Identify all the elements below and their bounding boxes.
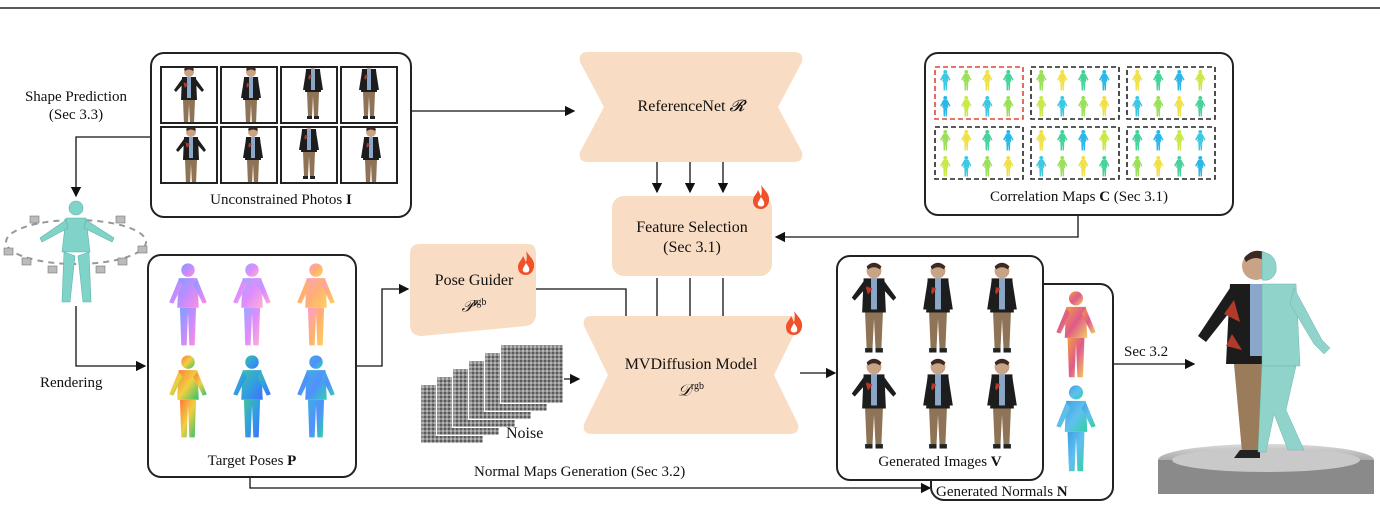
arrow-avatar-to-poses bbox=[75, 306, 147, 372]
photo-thumbnail bbox=[280, 126, 338, 184]
photo-thumbnail bbox=[280, 66, 338, 124]
correlation-map-block bbox=[934, 126, 1024, 180]
generated-image bbox=[923, 262, 953, 353]
generated-image bbox=[851, 358, 897, 449]
photo-thumbnail bbox=[340, 126, 398, 184]
photo-thumbnail bbox=[220, 126, 278, 184]
generated-normal-map bbox=[1056, 291, 1096, 378]
pose-guider-block bbox=[410, 244, 536, 336]
arrow-photos-to-avatar bbox=[70, 136, 150, 198]
correlation-map-block bbox=[1126, 66, 1216, 120]
rendering-label: Rendering bbox=[40, 375, 103, 391]
pose-render bbox=[297, 355, 335, 438]
arrow-poses-to-normals bbox=[249, 477, 932, 494]
mesh-half bbox=[1257, 251, 1331, 453]
sec-32-label: Sec 3.2 bbox=[1124, 344, 1169, 360]
generated-normal-map bbox=[1056, 385, 1096, 472]
correlation-map-block bbox=[1030, 126, 1120, 180]
normal-maps-generation-label: Normal Maps Generation (Sec 3.2) bbox=[474, 464, 686, 480]
arrow-guider-to-mvd bbox=[536, 288, 632, 330]
textured-half bbox=[1198, 250, 1270, 458]
mvdiffusion-block bbox=[583, 316, 799, 434]
correlation-map-block bbox=[1126, 126, 1216, 180]
arrow-corr-to-fs bbox=[774, 214, 1079, 243]
generated-image bbox=[851, 262, 897, 353]
feature-selection-label: Feature Selection (Sec 3.1) bbox=[636, 219, 748, 256]
pose-render bbox=[169, 263, 207, 346]
fire-icon bbox=[518, 251, 535, 275]
photo-thumbnail bbox=[220, 66, 278, 124]
camera-icon bbox=[3, 215, 148, 274]
pose-render bbox=[169, 355, 207, 438]
photo-thumbnail bbox=[160, 126, 218, 184]
generated-images-caption: Generated Images V bbox=[878, 454, 1002, 470]
feature-selection-block bbox=[612, 196, 772, 276]
pose-render bbox=[297, 263, 335, 346]
generated-image bbox=[987, 262, 1017, 353]
generated-image bbox=[987, 358, 1017, 449]
pose-render bbox=[233, 355, 271, 438]
arrow-poses-to-guider bbox=[356, 283, 410, 367]
final-reconstruction bbox=[1158, 250, 1374, 494]
correlation-maps-caption: Correlation Maps C (Sec 3.1) bbox=[990, 189, 1168, 205]
avatar-camera-ring bbox=[3, 200, 148, 303]
noise-frame bbox=[500, 344, 564, 404]
mvdiffusion-label: MVDiffusion Model 𝒟rgb bbox=[624, 356, 758, 400]
photo-thumbnail bbox=[160, 66, 218, 124]
avatar-mesh bbox=[39, 200, 115, 303]
referencenet-block bbox=[579, 52, 803, 162]
generated-image bbox=[923, 358, 953, 449]
noise-label: Noise bbox=[506, 425, 544, 442]
target-poses-caption: Target Poses P bbox=[207, 453, 297, 469]
unconstrained-photos-caption: Unconstrained Photos I bbox=[210, 192, 352, 208]
pose-guider-label: Pose Guider 𝒫rgb bbox=[434, 272, 514, 316]
fire-icon bbox=[753, 185, 770, 209]
shape-prediction-label: Shape Prediction (Sec 3.3) bbox=[24, 89, 128, 123]
correlation-map-block bbox=[1030, 66, 1120, 120]
generated-normals-caption: Generated Normals N bbox=[936, 484, 1068, 500]
referencenet-label: ReferenceNet 𝓡 bbox=[637, 98, 745, 115]
correlation-map-block bbox=[934, 66, 1024, 120]
fire-icon bbox=[786, 311, 803, 335]
pose-render bbox=[233, 263, 271, 346]
photo-thumbnail bbox=[340, 66, 398, 124]
